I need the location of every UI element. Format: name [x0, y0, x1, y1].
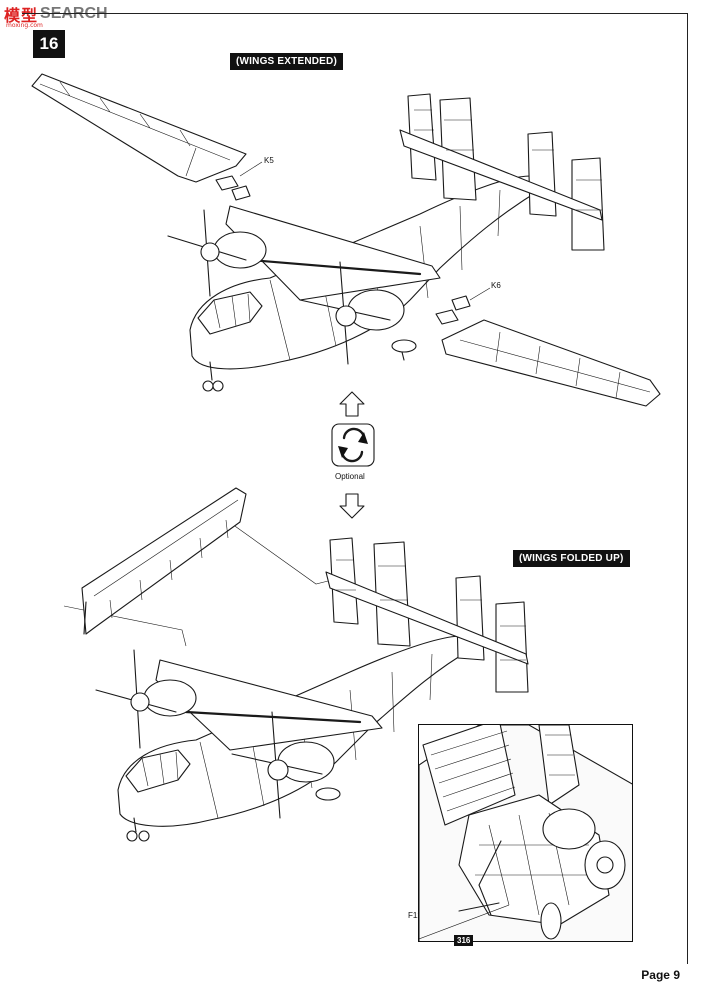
upper-aircraft-drawing: [31, 73, 661, 407]
folded-left-wing: [81, 487, 247, 635]
arrow-down-icon: [339, 493, 365, 519]
step-number-badge: 16: [33, 30, 65, 58]
lower-center-wing: [155, 659, 383, 751]
watermark-cn-text: 模型: [4, 6, 39, 25]
lower-aircraft-drawing: [63, 487, 529, 842]
part-label-k5: K5: [264, 156, 274, 165]
wings-folded-label: (WINGS FOLDED UP): [513, 550, 630, 567]
upper-center-wing: [225, 205, 441, 301]
page-number: Page 9: [641, 968, 680, 982]
optional-swap-indicator: [331, 391, 375, 519]
wing-fold-detail-art: [419, 725, 632, 941]
part-label-k6: K6: [491, 281, 501, 290]
detail-inset: [418, 724, 633, 942]
page-frame: [22, 13, 688, 964]
wings-extended-label: (WINGS EXTENDED): [230, 53, 343, 70]
optional-label: Optional: [335, 472, 365, 481]
arrow-up-icon: [339, 391, 365, 417]
watermark-url: moxing.com: [6, 22, 43, 29]
rotate-option-icon: [331, 423, 375, 467]
left-outer-wing-part: [31, 73, 247, 183]
reference-badge-316: 316: [454, 935, 474, 946]
right-outer-wing-part: [441, 319, 661, 407]
